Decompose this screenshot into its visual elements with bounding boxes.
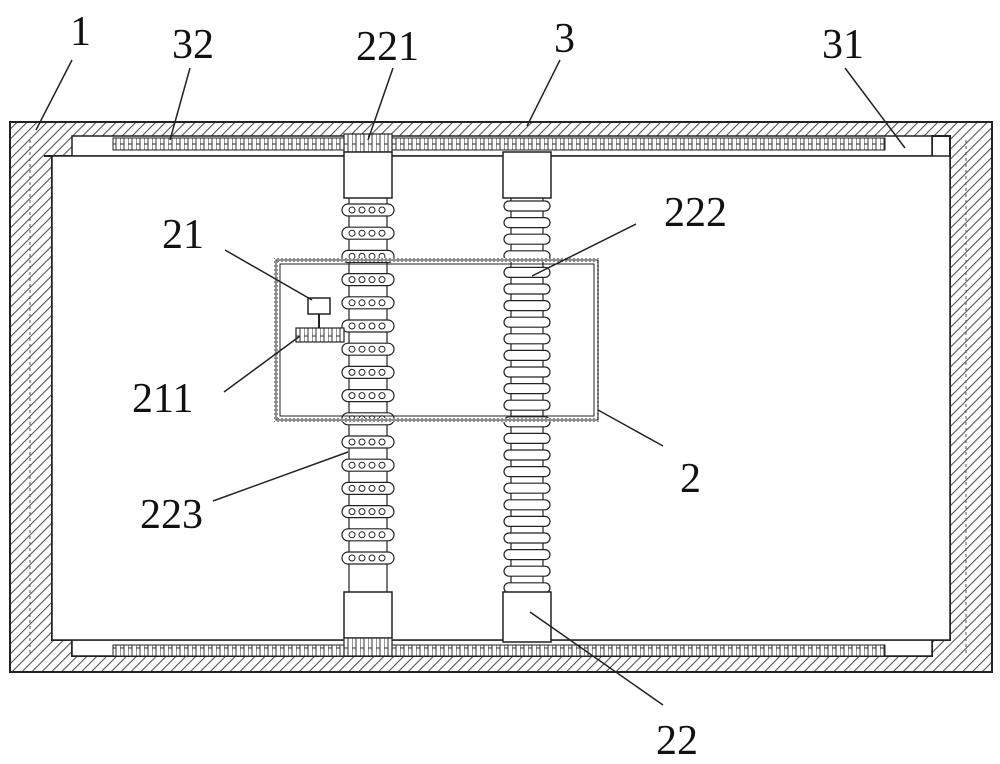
bellows-rib — [503, 399, 551, 411]
right-column — [502, 151, 552, 643]
bellows-rib — [503, 499, 551, 511]
label-rail-frame: 3 — [554, 16, 575, 62]
lower-gear-block — [343, 637, 393, 657]
chain-link — [341, 389, 395, 403]
gear-chain — [341, 198, 395, 592]
carriage — [274, 258, 600, 422]
label-carriage: 2 — [680, 456, 701, 502]
label-drive-gear: 211 — [132, 376, 193, 422]
bellows-rib — [503, 266, 551, 278]
upper-block-left — [343, 151, 393, 199]
bellows-rib — [503, 515, 551, 528]
rack-lower — [112, 644, 886, 657]
bellows-rib — [503, 300, 551, 312]
motor — [307, 297, 331, 328]
label-motor: 21 — [162, 212, 204, 258]
label-gear-chain: 223 — [140, 492, 203, 538]
chain-link — [341, 528, 395, 542]
chain-link — [341, 458, 395, 472]
bellows-rib — [503, 548, 551, 561]
labels: 1 32 221 3 31 21 222 211 2 223 22 — [70, 9, 864, 764]
bellows — [503, 198, 551, 594]
chain-link — [341, 226, 395, 240]
bellows-rib — [503, 217, 551, 229]
bellows-rib — [503, 333, 551, 345]
chain-link — [341, 551, 395, 565]
bellows-rib — [503, 233, 551, 245]
bellows-rib — [503, 383, 551, 395]
label-housing: 1 — [70, 9, 91, 55]
bellows-rib — [503, 532, 551, 544]
leader-lines — [35, 59, 906, 706]
label-bellows: 222 — [664, 190, 727, 236]
chain-link — [341, 203, 395, 217]
drive-gear — [295, 327, 345, 343]
chain-link — [341, 435, 395, 449]
bellows-rib — [503, 349, 551, 361]
chain-link — [341, 365, 395, 379]
label-lower-block: 22 — [656, 718, 698, 764]
bellows-rib — [503, 482, 551, 494]
inner-chamber — [51, 155, 951, 641]
lower-block-right — [502, 591, 552, 643]
bellows-rib — [503, 565, 551, 577]
chain-link — [341, 319, 395, 333]
bellows-rib — [503, 366, 551, 378]
bellows-rib — [503, 466, 551, 478]
rack-upper — [112, 137, 886, 151]
label-rack-upper: 32 — [172, 22, 214, 68]
chain-link — [341, 342, 395, 356]
chain-link — [341, 273, 395, 287]
lower-block-left — [343, 591, 393, 639]
bellows-rib — [503, 449, 551, 461]
bellows-rib — [503, 200, 551, 212]
left-column — [341, 133, 395, 657]
upper-block-right — [502, 151, 552, 199]
chain-link — [341, 505, 395, 519]
upper-gear-block — [343, 133, 393, 153]
label-inner-rail: 31 — [822, 22, 864, 68]
bellows-rib — [503, 283, 551, 295]
chain-link — [341, 481, 395, 495]
label-upper-gear-block: 221 — [356, 24, 419, 70]
bellows-rib — [503, 432, 551, 444]
bellows-rib — [503, 316, 551, 328]
chain-link — [341, 296, 395, 310]
